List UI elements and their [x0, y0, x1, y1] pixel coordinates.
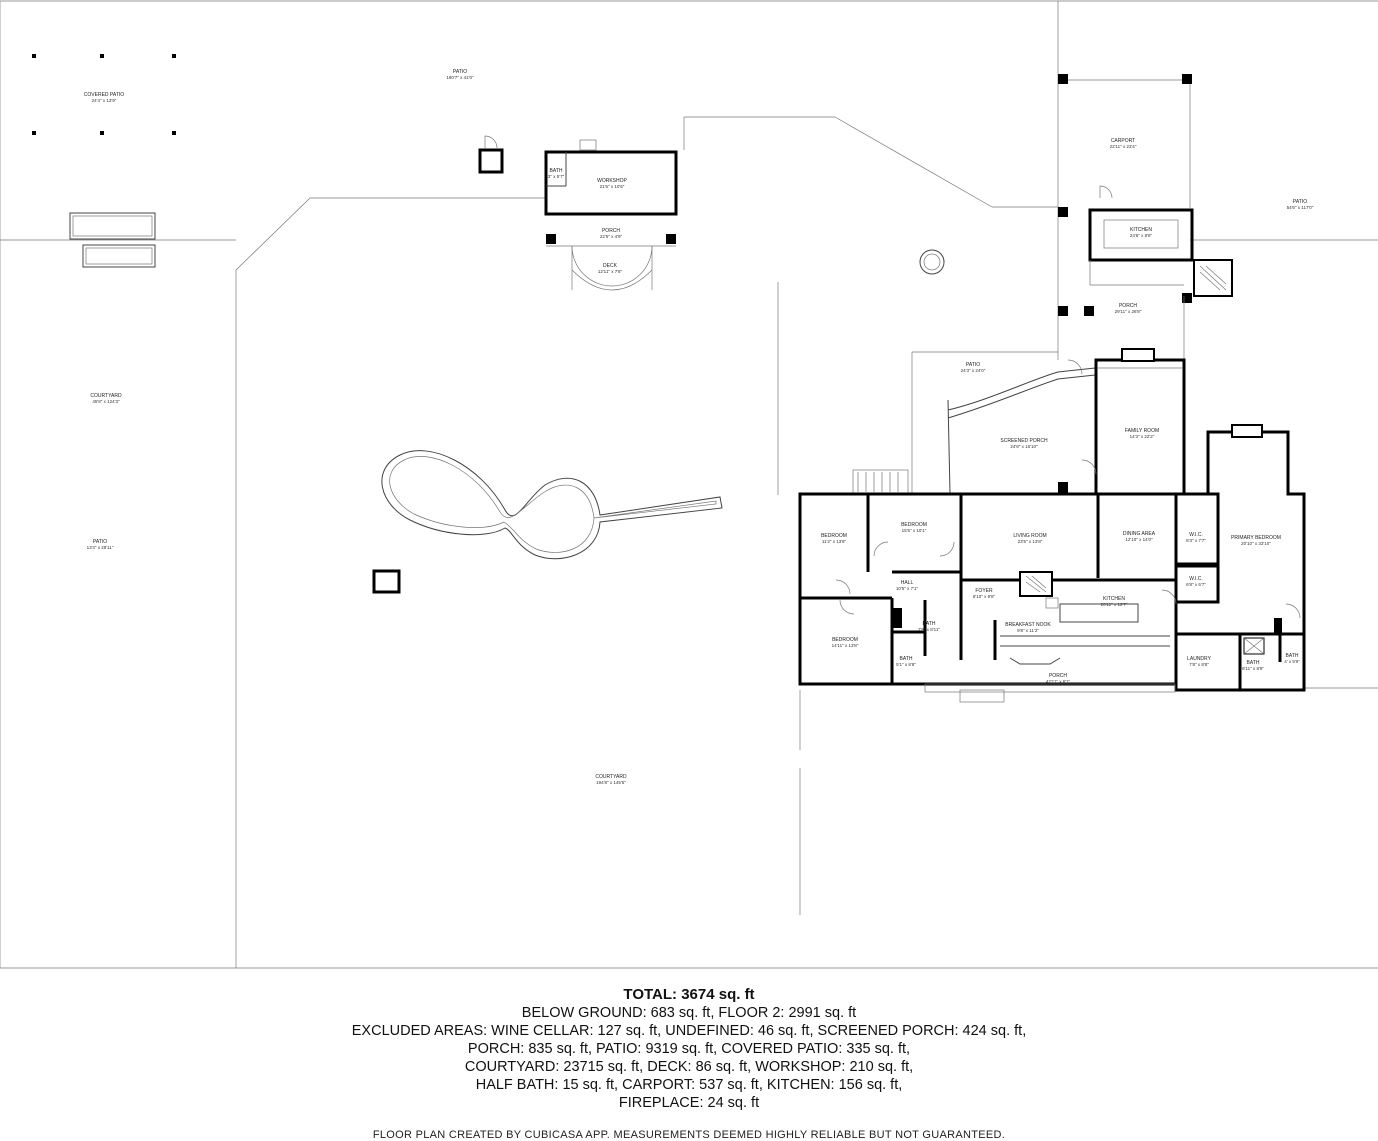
room-dimensions-bath-small: 5'1" x 8'8"	[896, 662, 916, 667]
room-dimensions-workshop: 21'5" x 10'6"	[600, 184, 625, 189]
room-label-wic-2: W.I.C.	[1189, 576, 1203, 582]
shed-door	[484, 135, 498, 149]
summary-line-1: BELOW GROUND: 683 sq. ft, FLOOR 2: 2991 …	[521, 1005, 857, 1021]
room-label-courtyard-main: COURTYARD	[595, 774, 627, 780]
room-label-living-room: LIVING ROOM	[1013, 533, 1046, 539]
room-dimensions-breakfast-nook: 9'8" x 11'2"	[1017, 628, 1039, 633]
room-label-primary-bedroom: PRIMARY BEDROOM	[1231, 535, 1281, 541]
room-label-patio-top: PATIO	[453, 69, 467, 75]
summary-line-4: COURTYARD: 23715 sq. ft, DECK: 86 sq. ft…	[464, 1059, 914, 1075]
room-label-bedroom-2: BEDROOM	[901, 522, 927, 528]
room-label-covered-patio: COVERED PATIO	[84, 92, 124, 98]
room-dimensions-porch-front: 42'11" x 6'1"	[1046, 679, 1071, 684]
room-dimensions-bath-tiny: 4' x 5'9"	[1284, 659, 1300, 664]
room-dimensions-bedroom-3: 14'11" x 13'8"	[832, 643, 859, 648]
main-house	[798, 348, 1306, 703]
carport-structure	[1058, 74, 1233, 360]
room-label-porch-front: PORCH	[1049, 673, 1067, 679]
room-label-wic-1: W.I.C.	[1189, 532, 1203, 538]
room-dimensions-courtyard-left: 45'8" x 124'3"	[92, 399, 120, 404]
room-label-courtyard-left: COURTYARD	[90, 393, 122, 399]
area-summary: TOTAL: 3674 sq. ft BELOW GROUND: 683 sq.…	[0, 986, 1378, 1112]
room-dimensions-patio-mid: 24'3" x 24'0"	[961, 368, 986, 373]
room-dimensions-family-room: 14'3" x 22'2"	[1130, 434, 1155, 439]
pool	[381, 450, 723, 560]
room-dimensions-patio-left: 13'4" x 28'11"	[87, 545, 114, 550]
room-dimensions-foyer: 8'10" x 9'8"	[973, 594, 996, 599]
room-dimensions-bath-hall: 7'8" x 8'11"	[918, 627, 940, 632]
room-label-patio-left: PATIO	[93, 539, 107, 545]
room-label-dining-area: DINING AREA	[1123, 531, 1156, 537]
workshop-building	[544, 139, 678, 291]
summary-line-3: PORCH: 835 sq. ft, PATIO: 9319 sq. ft, C…	[467, 1041, 911, 1057]
summary-line-6: FIREPLACE: 24 sq. ft	[618, 1095, 760, 1111]
room-dimensions-porch-workshop: 22'5" x 4'9"	[600, 234, 623, 239]
room-dimensions-primary-bedroom: 20'10" x 33'10"	[1241, 541, 1271, 546]
courtyard-box	[372, 569, 401, 594]
room-label-hall: HALL	[901, 580, 914, 586]
room-dimensions-deck: 12'11" x 7'8"	[598, 269, 623, 274]
room-dimensions-wic-2: 6'8" x 6'7"	[1186, 582, 1206, 587]
room-label-foyer: FOYER	[975, 588, 993, 594]
room-label-breakfast-nook: BREAKFAST NOOK	[1005, 622, 1051, 628]
fountain-inner	[923, 253, 941, 271]
room-dimensions-kitchen-out: 24'6" x 8'8"	[1130, 233, 1153, 238]
room-dimensions-laundry: 7'8" x 8'8"	[1189, 662, 1209, 667]
room-dimensions-living-room: 23'5" x 13'8"	[1018, 539, 1043, 544]
room-label-porch-workshop: PORCH	[602, 228, 620, 234]
room-label-bath-hall: BATH	[923, 621, 936, 627]
room-label-patio-right: PATIO	[1293, 199, 1307, 205]
room-dimensions-bath-workshop: 3'' x 5'7"	[548, 174, 565, 179]
room-label-bedroom-3: BEDROOM	[832, 637, 858, 643]
site-lines	[0, 0, 1378, 969]
room-label-kitchen-out: KITCHEN	[1130, 227, 1152, 233]
disclaimer: FLOOR PLAN CREATED BY CUBICASA APP. MEAS…	[372, 1129, 1006, 1141]
room-dimensions-kitchen-main: 20'11" x 12'7"	[1101, 602, 1128, 607]
room-label-bedroom-1: BEDROOM	[821, 533, 847, 539]
room-dimensions-bedroom-2: 15'5" x 10'1"	[902, 528, 927, 533]
room-label-patio-mid: PATIO	[966, 362, 980, 368]
room-dimensions-dining-area: 12'10" x 14'0"	[1125, 537, 1153, 542]
room-label-family-room: FAMILY ROOM	[1125, 428, 1159, 434]
room-dimensions-porch-mid: 29'11" x 26'8"	[1115, 309, 1142, 314]
planter-1	[69, 212, 156, 240]
fountain	[919, 249, 945, 275]
room-label-workshop: WORKSHOP	[597, 178, 627, 184]
room-dimensions-courtyard-main: 194'8" x 145'5"	[596, 780, 626, 785]
room-dimensions-screened-porch: 24'8" x 16'10"	[1010, 444, 1038, 449]
planter-1-inner	[72, 215, 153, 237]
covered-patio-posts	[32, 54, 176, 135]
room-dimensions-bedroom-1: 11'2" x 13'8"	[822, 539, 847, 544]
total-area: TOTAL: 3674 sq. ft	[623, 986, 755, 1003]
room-label-laundry: LAUNDRY	[1187, 656, 1211, 662]
shed	[478, 148, 504, 174]
room-dimensions-patio-top: 180'7" x 41'0"	[446, 75, 474, 80]
room-dimensions-patio-right: 54'6" x 117'0"	[1287, 205, 1314, 210]
room-dimensions-wic-1: 8'3" x 7'7"	[1186, 538, 1206, 543]
summary-line-5: HALF BATH: 15 sq. ft, CARPORT: 537 sq. f…	[475, 1077, 903, 1093]
room-label-deck: DECK	[603, 263, 618, 269]
room-dimensions-carport: 22'11" x 23'4"	[1110, 144, 1137, 149]
planter-2-inner	[85, 247, 153, 265]
room-label-bath-small: BATH	[900, 656, 913, 662]
room-label-porch-mid: PORCH	[1119, 303, 1137, 309]
room-label-bath-primary: BATH	[1247, 660, 1260, 666]
room-label-screened-porch: SCREENED PORCH	[1000, 438, 1048, 444]
room-label-kitchen-main: KITCHEN	[1103, 596, 1125, 602]
room-dimensions-covered-patio: 24'4" x 13'9"	[92, 98, 117, 103]
room-label-bath-tiny: BATH	[1286, 653, 1299, 659]
summary-line-2: EXCLUDED AREAS: WINE CELLAR: 127 sq. ft,…	[351, 1023, 1027, 1039]
room-dimensions-hall: 10'5" x 7'1"	[896, 586, 919, 591]
room-dimensions-bath-primary: 8'11" x 8'8"	[1242, 666, 1264, 671]
room-label-bath-workshop: BATH	[550, 168, 563, 174]
room-label-carport: CARPORT	[1111, 138, 1135, 144]
planter-2	[82, 244, 156, 268]
